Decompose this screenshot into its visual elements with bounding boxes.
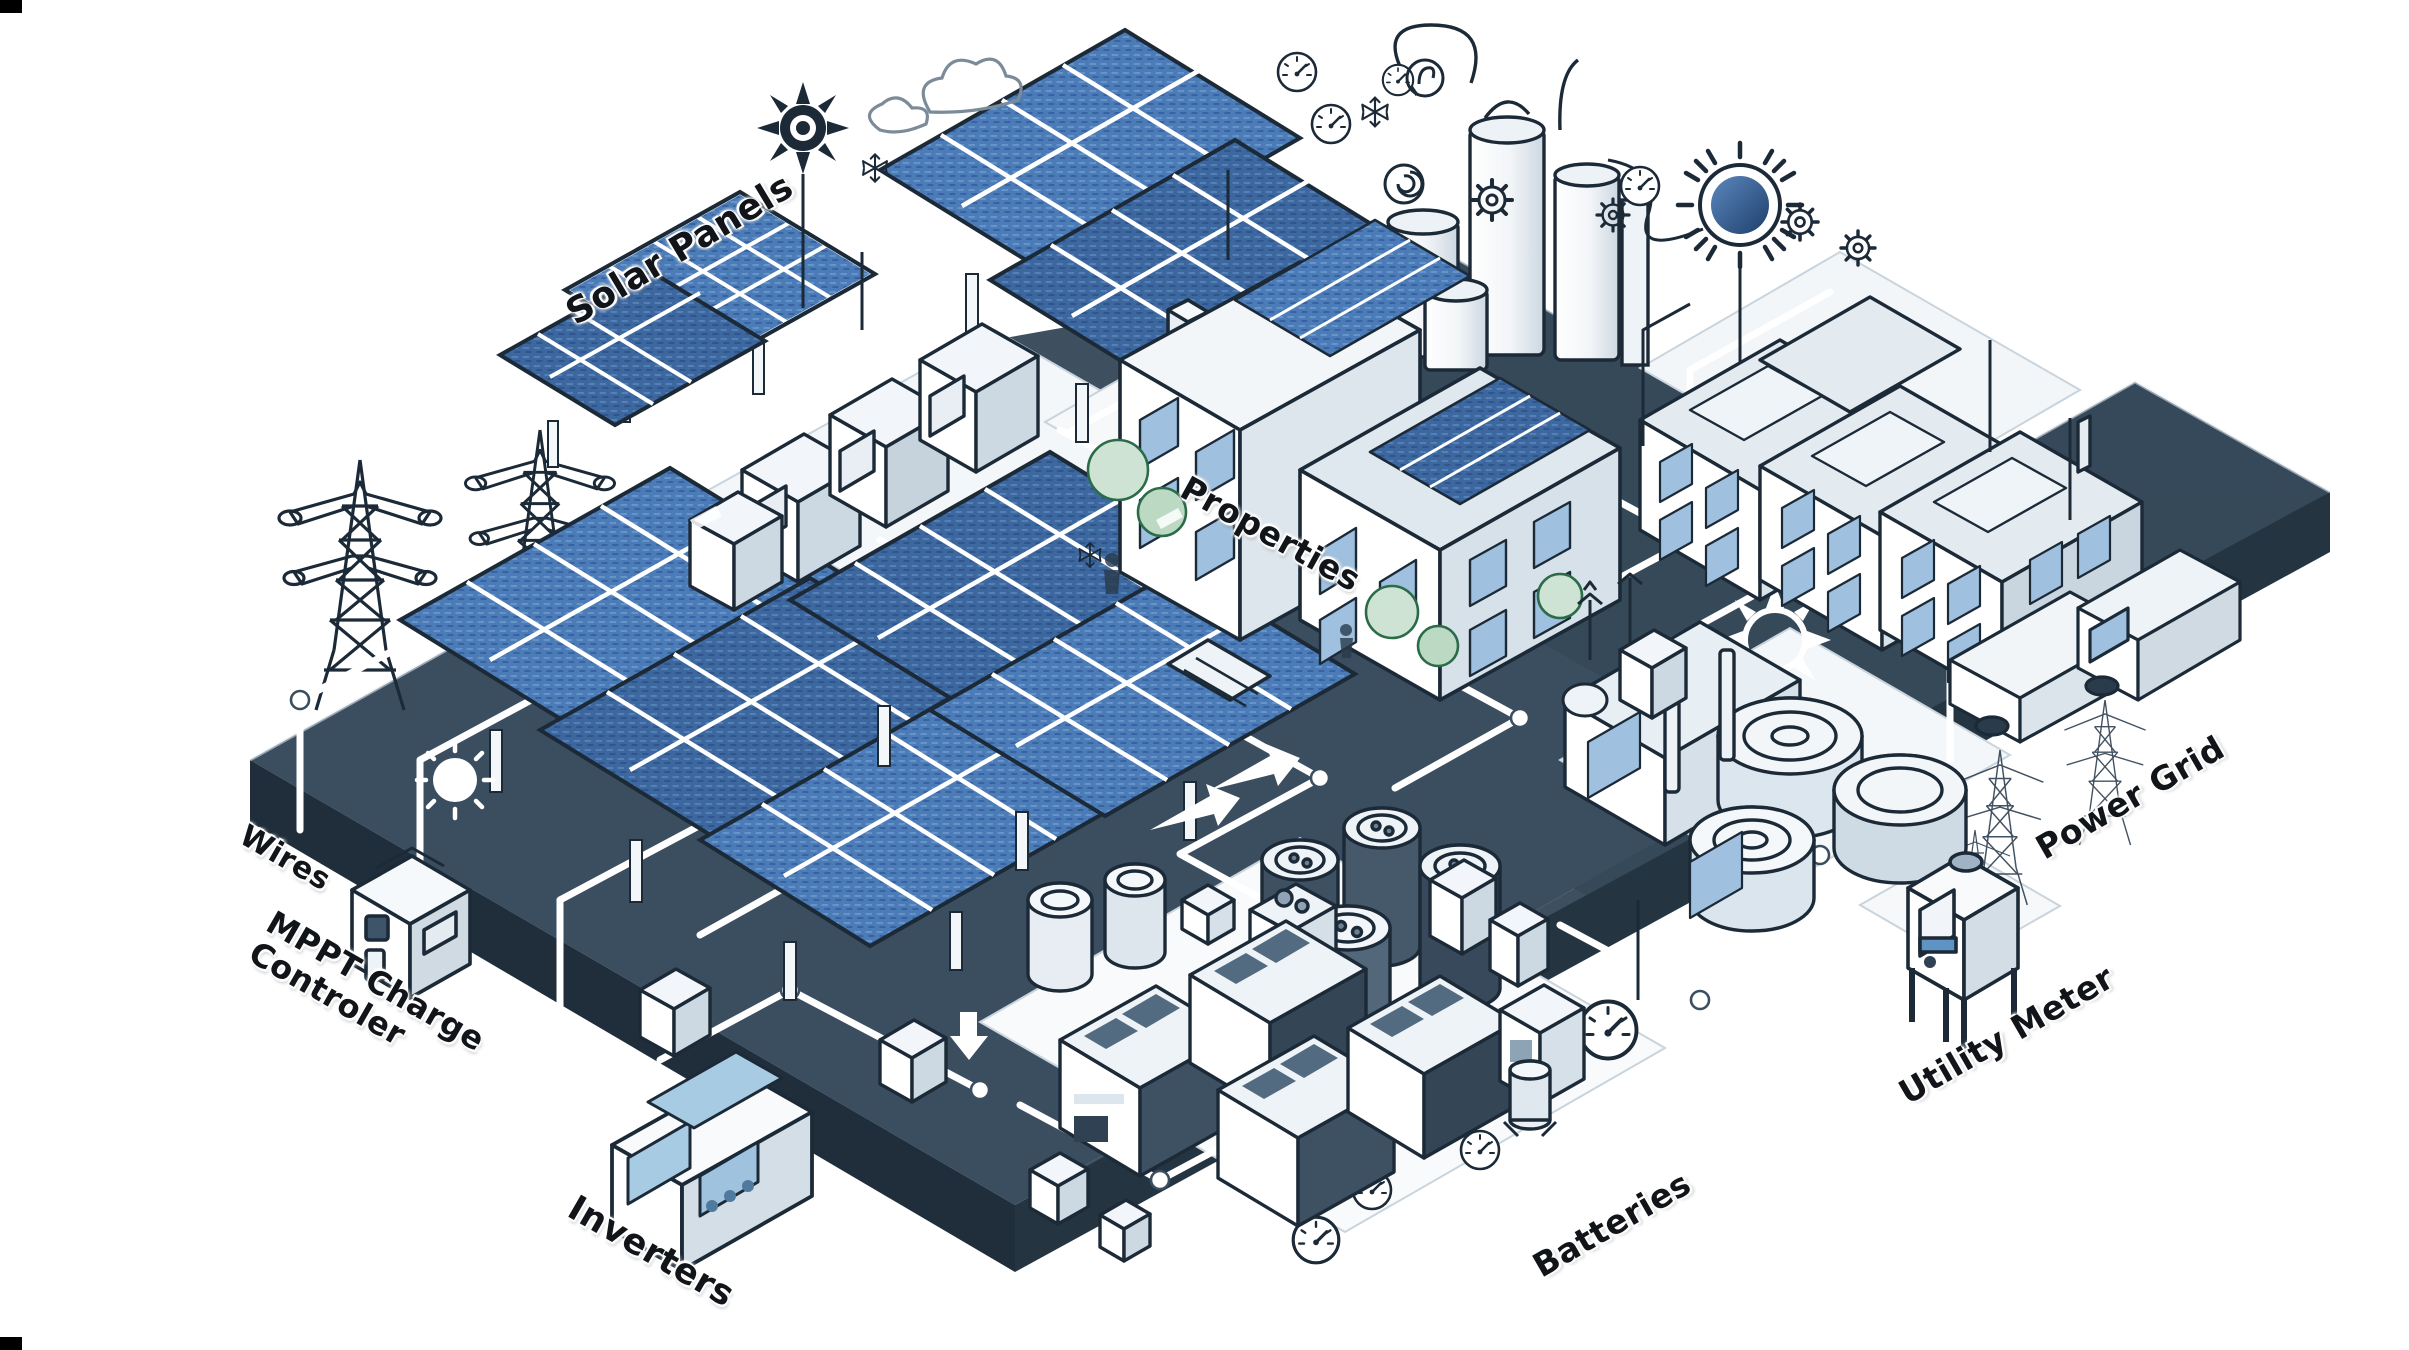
equipment-cabinets <box>638 322 1688 1263</box>
cloud-icon <box>867 57 1023 134</box>
inverters <box>610 1050 814 1272</box>
power-grid-towers-left <box>277 429 616 711</box>
sun-icon <box>757 82 849 308</box>
sun-icon <box>1675 140 1805 505</box>
gauge-icon <box>1619 165 1661 207</box>
ground-details <box>690 170 2072 1000</box>
mppt-charge-controller <box>350 846 472 1000</box>
arrow-icon <box>1150 744 1300 830</box>
corner-mark-top-left <box>0 0 22 13</box>
gauge-icon <box>1577 999 1639 1061</box>
gauge-icon <box>1459 1129 1501 1171</box>
water-treatment-plant <box>1561 572 1968 933</box>
decor-icons <box>414 51 1877 1265</box>
corner-mark-bottom-left <box>0 1337 22 1350</box>
gauge-icon <box>1310 103 1352 145</box>
battery-bank <box>1026 806 1586 1228</box>
trees <box>1086 438 1584 668</box>
utility-meter <box>1906 851 2020 1052</box>
delivery-truck <box>1948 548 2242 744</box>
sun-icon <box>414 739 496 821</box>
bulb-icon <box>1405 58 1445 98</box>
spiral-icon <box>1383 163 1425 205</box>
gauge-icon <box>1276 51 1318 93</box>
